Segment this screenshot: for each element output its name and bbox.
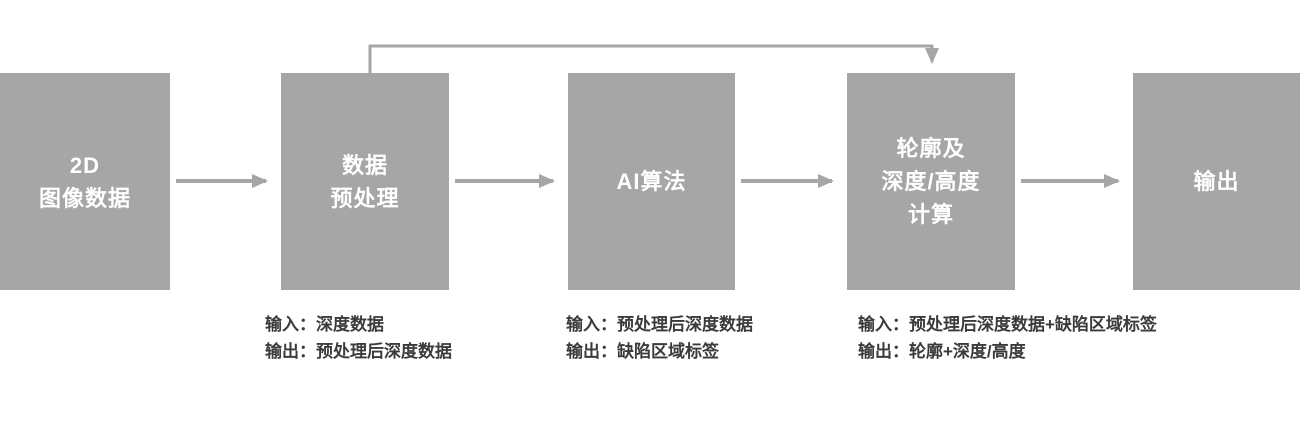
arrow-skip-node1-to-node3 bbox=[368, 44, 939, 73]
annotation-input-line: 输入：预处理后深度数据 bbox=[566, 315, 753, 334]
node-data-preprocessing: 数据 预处理 bbox=[281, 73, 449, 290]
annotation-output-line: 输出：预处理后深度数据 bbox=[265, 342, 452, 361]
annotation-ai-algorithm: 输入：预处理后深度数据 输出：缺陷区域标签 bbox=[566, 311, 753, 365]
annotation-contour-depth-height-calc: 输入：预处理后深度数据+缺陷区域标签 输出：轮廓+深度/高度 bbox=[858, 311, 1157, 365]
annotation-output-line: 输出：缺陷区域标签 bbox=[566, 342, 719, 361]
annotation-input-line: 输入：深度数据 bbox=[265, 315, 384, 334]
node-ai-algorithm: AI算法 bbox=[568, 73, 735, 290]
node-output: 输出 bbox=[1133, 73, 1300, 290]
annotation-output-line: 输出：轮廓+深度/高度 bbox=[858, 342, 1026, 361]
annotation-input-line: 输入：预处理后深度数据+缺陷区域标签 bbox=[858, 315, 1157, 334]
node-2d-image-data: 2D 图像数据 bbox=[0, 73, 170, 290]
annotation-data-preprocessing: 输入：深度数据 输出：预处理后深度数据 bbox=[265, 311, 452, 365]
node-contour-depth-height-calc: 轮廓及 深度/高度 计算 bbox=[847, 73, 1015, 290]
